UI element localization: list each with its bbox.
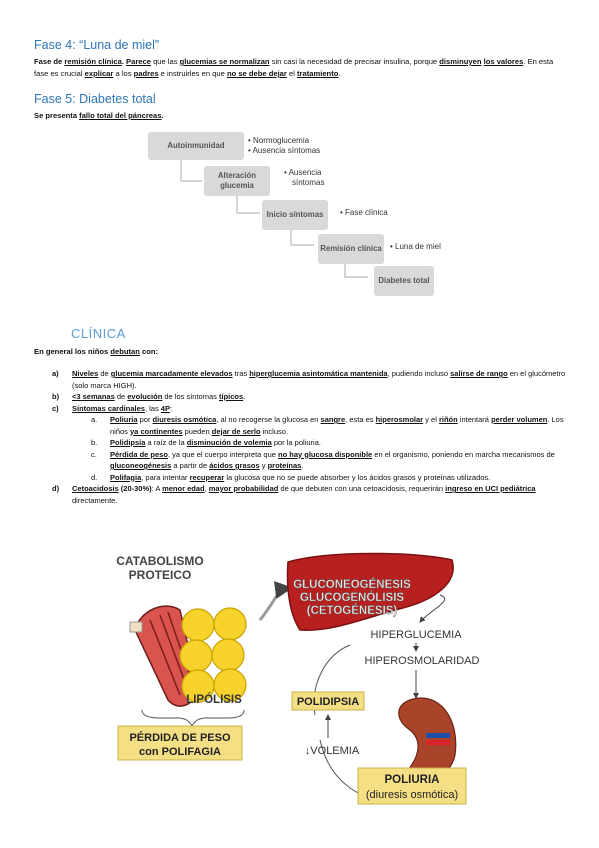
list-subitem: a. Poliuria por diuresis osmótica, al no… <box>91 415 564 436</box>
gluco-label-3: (CETOGÉNESIS) <box>307 604 398 617</box>
liver-icon <box>286 552 454 631</box>
flow-arrow <box>258 581 293 621</box>
stair-connector <box>344 254 368 278</box>
hiperosmolaridad-label: HIPEROSMOLARIDAD <box>365 655 480 667</box>
list-subitem: c. Pérdida de peso, ya que el cuerpo int… <box>91 449 555 471</box>
pathophysiology-diagram: CATABOLISMO PROTEICO LIPÓLISIS PÉRDIDA D… <box>116 552 480 805</box>
fase4-paragraph: Fase de remisión clínica. Parece que las… <box>34 57 554 78</box>
clinica-intro: En general los niños debutan con: <box>34 347 159 356</box>
stair-connector <box>180 158 202 182</box>
polidipsia-label: POLIDIPSIA <box>297 696 359 708</box>
fase5-heading: Fase 5: Diabetes total <box>34 92 156 106</box>
list-item: b) <3 semanas de evolución de los síntom… <box>52 392 246 401</box>
lipolisis-label: LIPÓLISIS <box>186 693 242 706</box>
step-alteracion-glucemia: Alteración glucemia <box>204 166 270 196</box>
poliuria-label: POLIURIA <box>385 774 440 786</box>
list-subitem: b. Polidipsia a raíz de la disminución d… <box>91 438 321 447</box>
step-remision-clinica: Remisión clínica <box>318 234 384 264</box>
list-item: c) Síntomas cardinales, las 4P: <box>52 403 173 413</box>
list-item: a) Niveles de glucemia marcadamente elev… <box>52 369 566 390</box>
note-alteracion: • Ausencia síntomas <box>284 168 325 187</box>
perdida-peso-box <box>117 725 243 761</box>
clinica-list: a) Niveles de glucemia marcadamente elev… <box>34 368 569 506</box>
volemia-label: ↓VOLEMIA <box>305 745 360 757</box>
kidney-icon <box>398 697 457 779</box>
poliuria-label-2: (diuresis osmótica) <box>366 789 458 801</box>
catabolismo-label: CATABOLISMO <box>116 554 204 568</box>
flow-arrow <box>419 594 446 623</box>
gluco-label: GLUCONEOGÉNESIS <box>293 578 411 591</box>
stair-connector <box>236 190 260 214</box>
perdida-label-2: con POLIFAGIA <box>139 746 221 758</box>
note-inicio: • Fase clínica <box>340 208 388 217</box>
list-item: d) Cetoacidosis (20-30%): A menor edad, … <box>52 484 536 505</box>
gluco-label-2: GLUCOGENÓLISIS <box>300 591 404 604</box>
hiperglucemia-label: HIPERGLUCEMIA <box>370 629 462 641</box>
catabolismo-label-2: PROTEICO <box>129 568 192 582</box>
fase4-heading: Fase 4: “Luna de miel” <box>34 38 160 52</box>
note-autoinmunidad: • Normoglucemia • Ausencia síntomas <box>248 136 321 155</box>
adipocytes-icon <box>179 607 247 703</box>
step-diabetes-total: Diabetes total <box>374 266 434 296</box>
stair-connector <box>290 222 314 246</box>
step-autoinmunidad: Autoinmunidad <box>148 132 244 160</box>
poliuria-box <box>357 767 467 805</box>
polidipsia-box <box>291 691 365 711</box>
perdida-label: PÉRDIDA DE PESO <box>129 731 231 744</box>
note-remision: • Luna de miel <box>390 242 441 251</box>
fase5-paragraph: Se presenta fallo total del páncreas. <box>34 111 164 120</box>
step-inicio-sintomas: Inicio síntomas <box>262 200 328 230</box>
clinica-heading: CLÍNICA <box>71 326 126 341</box>
list-subitem: d. Polifagia, para intentar recuperar la… <box>91 472 491 482</box>
